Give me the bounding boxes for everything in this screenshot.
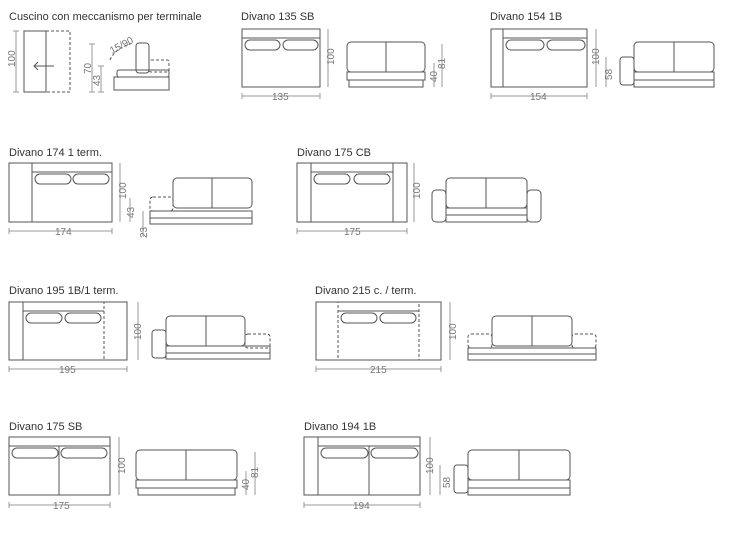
d215-front — [467, 315, 597, 361]
d195-dim-d: 100 — [133, 323, 144, 340]
d194-front: 58 — [439, 449, 571, 496]
d154-front: 58 — [604, 41, 715, 88]
d154-plan: 154 100 — [490, 28, 602, 103]
title-divano-174-1-term: Divano 174 1 term. — [9, 147, 102, 159]
d175sb-plan: 175 100 — [8, 436, 128, 512]
d175cb-dim-w: 175 — [344, 227, 361, 238]
title-divano-175-cb: Divano 175 CB — [297, 147, 371, 159]
d175sb-dim-81: 81 — [250, 466, 261, 478]
d135sb-dim-d: 100 — [326, 48, 337, 65]
cuscino-dim-100: 100 — [7, 50, 18, 67]
cuscino-plan: 100 — [7, 30, 71, 93]
title-divano-135-sb: Divano 135 SB — [241, 11, 315, 23]
d194-dim-58: 58 — [442, 476, 453, 488]
d135sb-front: 40 81 — [346, 41, 448, 88]
title-divano-194-1b: Divano 194 1B — [304, 421, 377, 433]
d195-dim-w: 195 — [59, 365, 76, 376]
d195-front — [151, 315, 271, 360]
d194-dim-w: 194 — [353, 501, 370, 512]
d175sb-front: 40 81 — [135, 449, 261, 496]
d174-front: 43 23 — [126, 177, 253, 238]
d174-dim-d: 100 — [118, 182, 129, 199]
title-divano-195: Divano 195 1B/1 term. — [9, 285, 119, 297]
d175sb-dim-w: 175 — [53, 501, 70, 512]
title-divano-154-1b: Divano 154 1B — [490, 11, 563, 23]
d194-plan: 194 100 — [303, 436, 436, 512]
d195-plan: 195 100 — [8, 301, 144, 376]
d175cb-dim-d: 100 — [412, 182, 423, 199]
d174-dim-w: 174 — [55, 227, 72, 238]
d175cb-front — [431, 177, 542, 223]
d175cb-plan: 175 100 — [296, 162, 423, 238]
cuscino-dim-70: 70 — [83, 62, 94, 74]
d135sb-dim-81: 81 — [437, 57, 448, 69]
d175sb-dim-d: 100 — [117, 457, 128, 474]
d215-dim-w: 215 — [370, 365, 387, 376]
cuscino-dim-43: 43 — [92, 74, 103, 86]
d175sb-dim-40: 40 — [241, 478, 252, 490]
d174-dim-43: 43 — [126, 206, 137, 218]
d135sb-dim-40: 40 — [429, 70, 440, 82]
title-divano-175-sb: Divano 175 SB — [9, 421, 83, 433]
title-divano-215: Divano 215 c. / term. — [315, 285, 417, 297]
d154-dim-d: 100 — [591, 48, 602, 65]
d194-dim-d: 100 — [425, 457, 436, 474]
d154-dim-58: 58 — [604, 68, 615, 80]
cuscino-side: 70 43 15/90 — [83, 35, 170, 93]
d215-dim-d: 100 — [448, 323, 459, 340]
d154-dim-w: 154 — [530, 92, 547, 103]
d174-dim-23: 23 — [139, 226, 150, 238]
d135sb-dim-w: 135 — [272, 92, 289, 103]
cuscino-dim-angle: 15/90 — [108, 35, 136, 57]
d215-plan: 215 100 — [315, 301, 459, 376]
title-cuscino: Cuscino con meccanismo per terminale — [9, 11, 202, 23]
d174-plan: 174 100 — [8, 162, 129, 238]
d135sb-plan: 135 100 — [241, 28, 337, 103]
